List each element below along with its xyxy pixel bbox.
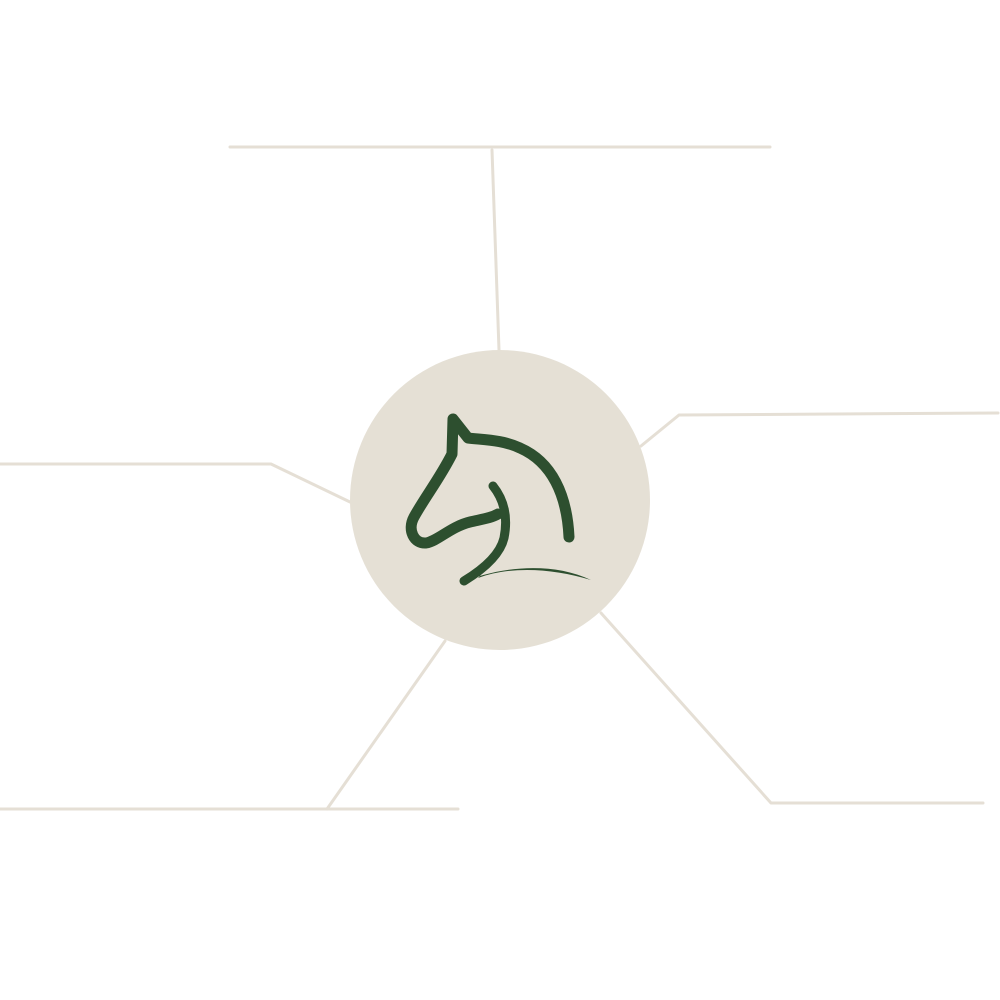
connector-right — [639, 411, 1000, 448]
connector-bottom-left — [0, 639, 460, 811]
central-hub — [350, 350, 650, 650]
horse-chest-swoosh — [461, 505, 591, 583]
connector-top — [228, 145, 772, 352]
connector-bottom-right — [599, 611, 985, 805]
connector-left — [0, 462, 352, 504]
connector-lines — [0, 145, 1000, 811]
